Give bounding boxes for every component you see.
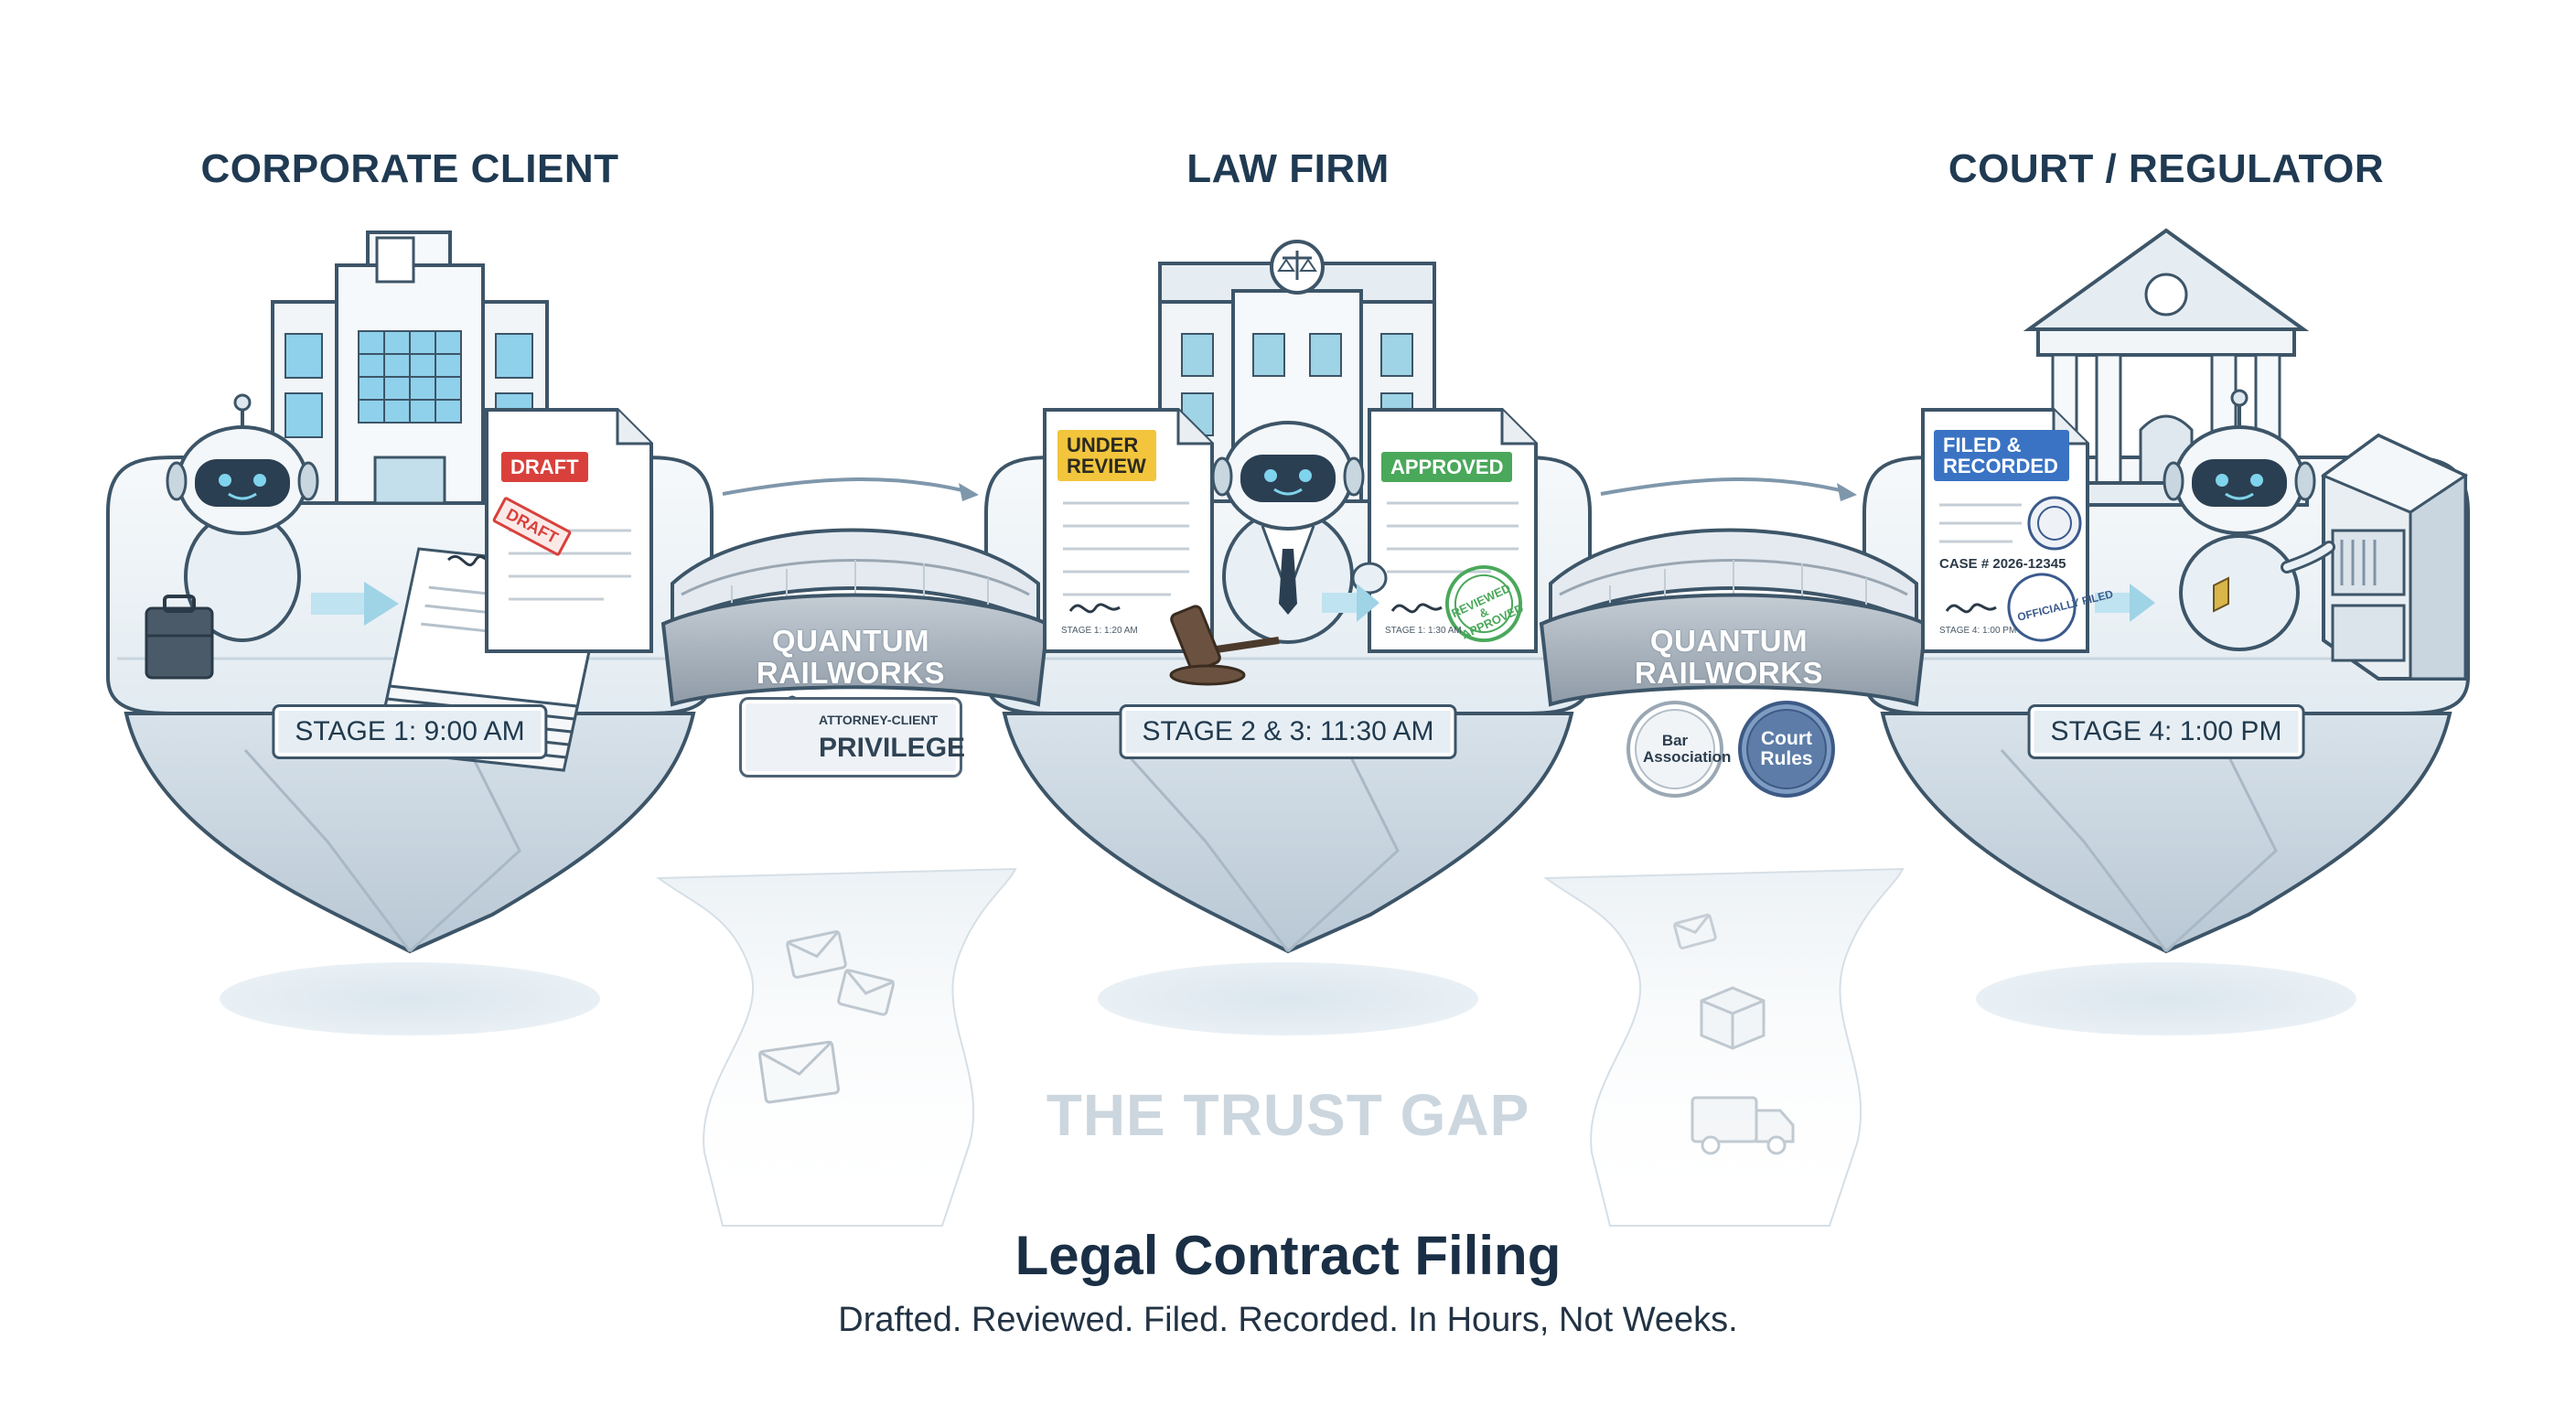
island-shadow <box>1098 962 1478 1035</box>
filed-recorded-badge: FILED & RECORDED <box>1934 430 2069 482</box>
privilege-badge-subtitle: ATTORNEY-CLIENT <box>819 713 939 727</box>
flow-arrow <box>1600 477 1857 501</box>
court-rules-seal: Court Rules <box>1738 701 1835 798</box>
quantum-railworks-bridge-2 <box>1539 528 1928 707</box>
envelope-icon <box>837 969 896 1016</box>
approved-footer: STAGE 1: 1:30 AM <box>1385 626 1462 636</box>
envelope-icon <box>758 1040 840 1104</box>
filing-cabinet-icon <box>2320 433 2469 681</box>
envelope-icon <box>1673 913 1717 949</box>
signature-icon <box>1945 603 1997 614</box>
court-rules-label: Court Rules <box>1760 727 1813 769</box>
bar-association-seal: Bar Association <box>1626 701 1732 798</box>
robot-icon <box>1211 421 1388 644</box>
island-title-law-firm: LAW FIRM <box>1186 146 1390 191</box>
diagram-title: Legal Contract Filing <box>1014 1225 1562 1286</box>
flow-arrow <box>722 477 979 501</box>
under-review-footer: STAGE 1: 1:20 AM <box>1061 626 1138 636</box>
island-shadow <box>1976 962 2356 1035</box>
stage-label-1: STAGE 1: 9:00 AM <box>272 704 548 759</box>
trust-gap-chasm-left <box>656 867 1017 1227</box>
diagram-subtitle: Drafted. Reviewed. Filed. Recorded. In H… <box>838 1301 1738 1339</box>
under-review-badge: UNDER REVIEW <box>1057 430 1156 482</box>
court-seal-icon <box>2027 496 2082 551</box>
attorney-client-privilege-badge: ATTORNEY-CLIENT PRIVILEGE <box>739 697 966 778</box>
stage-label-4: STAGE 4: 1:00 PM <box>2027 704 2305 759</box>
bridge-label-2: QUANTUM RAILWORKS <box>1634 624 1824 690</box>
quantum-railworks-bridge-1 <box>660 528 1050 707</box>
package-icon <box>1700 986 1766 1050</box>
draft-badge: DRAFT <box>501 452 588 483</box>
case-number: CASE # 2026-12345 <box>1939 556 2066 572</box>
island-shadow <box>220 962 600 1035</box>
delivery-truck-icon <box>1690 1096 1795 1155</box>
robot-icon <box>166 393 319 642</box>
trust-gap-label: THE TRUST GAP <box>1046 1082 1530 1148</box>
gavel-icon <box>1169 605 1280 686</box>
privilege-badge-title: PRIVILEGE <box>819 733 966 763</box>
flow-arrow <box>311 582 399 626</box>
flow-arrow <box>1322 584 1379 622</box>
flow-arrow <box>2095 584 2155 622</box>
approved-stamp <box>1445 565 1522 642</box>
scales-of-justice-icon <box>1270 240 1325 295</box>
stage-label-2-3: STAGE 2 & 3: 11:30 AM <box>1119 704 1457 759</box>
signature-icon <box>1390 603 1443 614</box>
briefcase-icon <box>145 595 214 680</box>
island-title-corporate-client: CORPORATE CLIENT <box>200 146 619 191</box>
filed-footer: STAGE 4: 1:00 PM <box>1939 626 2017 636</box>
officially-filed-stamp <box>2007 573 2077 642</box>
robot-icon <box>2163 389 2335 651</box>
island-title-court-regulator: COURT / REGULATOR <box>1948 146 2385 191</box>
signature-icon <box>1068 603 1121 614</box>
bar-association-label: Bar Association <box>1643 732 1732 766</box>
trust-gap-chasm-right <box>1543 867 1905 1227</box>
approved-badge: APPROVED <box>1381 452 1513 483</box>
envelope-icon <box>786 929 847 979</box>
bridge-label-1: QUANTUM RAILWORKS <box>756 624 946 690</box>
